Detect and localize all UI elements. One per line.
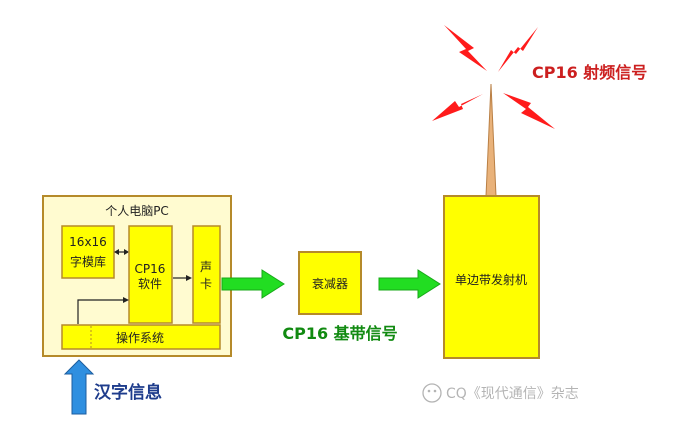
lightning-bolt-upper-right xyxy=(498,27,538,72)
input-label: 汉字信息 xyxy=(94,382,162,403)
lightning-bolt-lower-right xyxy=(503,93,555,129)
rf-signal-label: CP16 射频信号 xyxy=(532,63,647,82)
lightning-bolt-lower-left xyxy=(432,94,483,121)
pc-title: 个人电脑PC xyxy=(105,204,169,218)
lib-software-arrowhead-left xyxy=(114,249,119,255)
lightning-bolt-upper-left xyxy=(444,25,487,71)
baseband-label: CP16 基带信号 xyxy=(282,324,397,343)
sound-card-line2: 卡 xyxy=(200,277,212,291)
os-label: 操作系统 xyxy=(116,330,164,345)
font-library-box xyxy=(61,225,115,279)
software-box xyxy=(128,225,173,324)
watermark: CQ《现代通信》杂志 xyxy=(422,383,579,403)
input-arrow xyxy=(63,359,95,415)
attenuator-box xyxy=(298,251,362,315)
antenna xyxy=(485,83,497,197)
wechat-icon xyxy=(422,383,442,403)
green-arrow-pc-attenuator xyxy=(221,269,285,299)
sound-card-line1: 声 xyxy=(200,260,212,274)
os-software-arrowhead xyxy=(123,297,129,303)
lib-software-arrowhead-right xyxy=(124,249,129,255)
sound-card-box xyxy=(192,225,221,324)
green-arrow-attenuator-transmitter xyxy=(378,269,441,299)
transmitter-label: 单边带发射机 xyxy=(455,272,527,287)
os-software-arrow xyxy=(77,299,123,324)
font-library-line2: 字模库 xyxy=(70,254,106,269)
software-line1: CP16 xyxy=(135,262,166,276)
transmitter-box xyxy=(443,195,540,359)
software-line2: 软件 xyxy=(138,277,162,291)
os-box xyxy=(61,324,221,350)
watermark-text: CQ《现代通信》杂志 xyxy=(446,386,579,402)
font-library-line1: 16x16 xyxy=(69,235,107,249)
attenuator-label: 衰减器 xyxy=(312,276,348,291)
software-soundcard-arrowhead xyxy=(186,275,192,281)
